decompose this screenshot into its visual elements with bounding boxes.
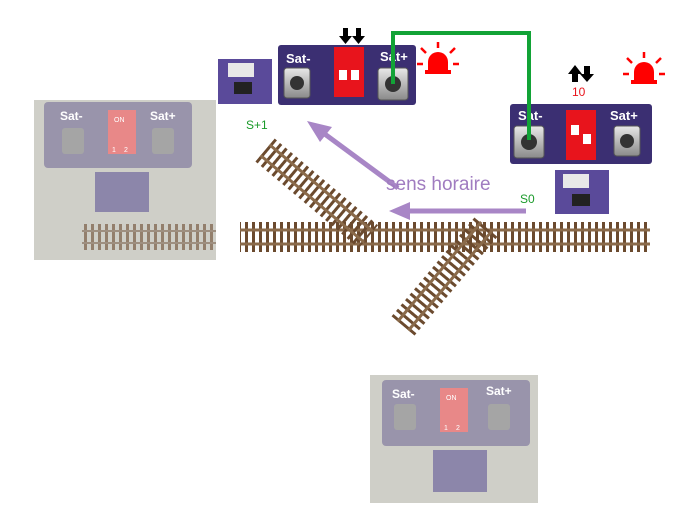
left-sat-plus-label: Sat+ [150, 109, 176, 123]
direction-label: sens horaire [386, 174, 491, 195]
s0-switch-arrows [568, 65, 594, 82]
s1-sat-minus-knob [290, 76, 304, 90]
panel-bottom-inactive: Sat- Sat+ ON 1 2 [370, 375, 538, 503]
s-plus-1-label: S+1 [246, 118, 268, 132]
arrow-down-icon [352, 28, 365, 44]
s0-sat-plus-label: Sat+ [610, 108, 638, 123]
bottom-dip-num1: 1 [444, 425, 448, 432]
branch-upper-left [255, 138, 379, 249]
bottom-sat-minus-label: Sat- [392, 387, 415, 401]
panel-left-inactive: Sat- Sat+ ON 1 2 [34, 100, 216, 260]
bottom-dip-num2: 2 [456, 425, 460, 432]
signal-light-icon [417, 42, 459, 74]
s0-dip-lever-2 [583, 134, 591, 144]
link-wire [391, 31, 531, 140]
direction-arrows [307, 121, 526, 220]
left-faded-track [82, 224, 216, 250]
left-dip-on: ON [114, 117, 125, 124]
left-sat-minus-label: Sat- [60, 109, 83, 123]
left-dip-num2: 2 [124, 147, 128, 154]
bottom-sat-plus-button [488, 404, 510, 430]
bottom-dip-on: ON [446, 395, 457, 402]
arrow-up-icon [568, 65, 582, 82]
decoder-module-s0 [555, 170, 609, 214]
board-s0: Sat- Sat+ [510, 104, 652, 164]
left-decoder-module [95, 172, 149, 212]
s1-dip-switch[interactable] [334, 47, 364, 97]
s0-dip-lever-1 [571, 125, 579, 135]
s0-sat-minus-knob [521, 134, 537, 150]
signal-light-icon [623, 52, 665, 84]
left-dip-num1: 1 [112, 147, 116, 154]
decoder-module-s1 [218, 59, 272, 104]
bottom-sat-plus-label: Sat+ [486, 384, 512, 398]
track [240, 138, 650, 336]
s0-label: S0 [520, 192, 535, 206]
bottom-sat-minus-button [394, 404, 416, 430]
board-s-plus-1: Sat- Sat+ [278, 45, 416, 105]
left-sat-minus-button [62, 128, 84, 154]
branch-lower-left [391, 216, 499, 336]
arrow-down-icon [580, 66, 594, 82]
s0-address-label: 10 [572, 85, 586, 99]
s1-switch-arrows [339, 28, 365, 44]
s1-sat-minus-label: Sat- [286, 51, 311, 66]
s1-dip-lever-2 [351, 70, 359, 80]
bottom-dip-switch [440, 388, 468, 432]
arrow-down-icon [339, 28, 352, 44]
s0-dip-switch[interactable] [566, 110, 596, 160]
bottom-decoder-module [433, 450, 487, 492]
s0-sat-plus-knob [620, 134, 634, 148]
main-track [240, 222, 650, 252]
left-dip-switch [108, 110, 136, 154]
left-sat-plus-button [152, 128, 174, 154]
s1-dip-lever-1 [339, 70, 347, 80]
